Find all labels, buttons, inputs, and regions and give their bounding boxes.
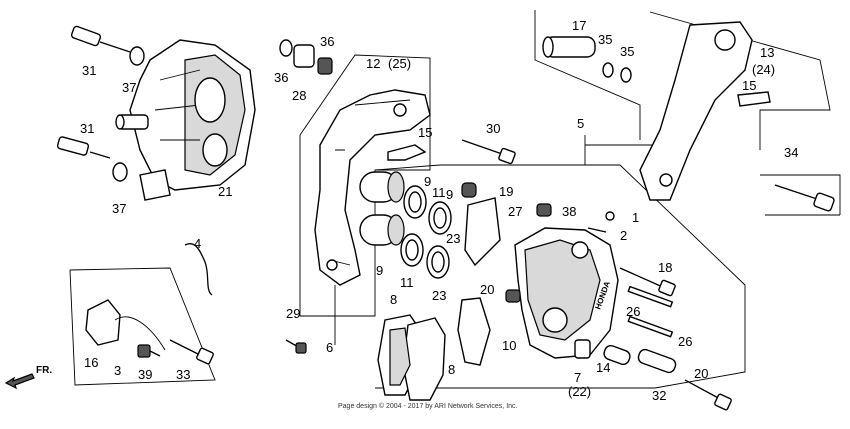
rear-caliper-assembly: [115, 39, 256, 201]
callout-17: 17: [572, 18, 586, 33]
callout-31: 31: [82, 63, 96, 78]
washer-37-bottom: [112, 162, 128, 182]
callout-24: (24): [752, 62, 775, 77]
front-direction-arrow: FR.: [4, 365, 52, 390]
callout-16: 16: [84, 355, 98, 370]
caliper-body: HONDA: [514, 227, 619, 359]
callout-29: 29: [286, 306, 300, 321]
ring-35-a: [602, 62, 614, 78]
callout-23: 23: [432, 288, 446, 303]
footer-copyright: Page design © 2004 - 2017 by ARI Network…: [338, 402, 518, 410]
callout-3: 3: [114, 363, 121, 378]
callout-9: 9: [446, 187, 453, 202]
pistons-9: [359, 171, 405, 246]
pad-shim-27: [464, 197, 501, 267]
callout-18: 18: [658, 260, 672, 275]
callout-12: 12: [366, 56, 380, 71]
washer-37-top: [129, 46, 145, 66]
callout-10: 10: [502, 338, 516, 353]
caliper-bracket: [314, 89, 431, 286]
callout-21: 21: [218, 184, 232, 199]
callout-6: 6: [326, 340, 333, 355]
callout-2: 2: [620, 228, 627, 243]
callout-31: 31: [80, 121, 94, 136]
callout-8: 8: [390, 292, 397, 307]
callout-34: 34: [784, 145, 798, 160]
callout-4: 4: [194, 236, 201, 251]
callout-37: 37: [122, 80, 136, 95]
callout-35: 35: [598, 32, 612, 47]
brake-pads-8: [377, 314, 446, 401]
callout-37: 37: [112, 201, 126, 216]
callout-labels: 31 37 31 37 21 36 36 28 12 (25) 15 30 9 …: [80, 18, 798, 403]
callout-7: 7: [574, 370, 581, 385]
callout-36: 36: [274, 70, 288, 85]
callout-35: 35: [620, 44, 634, 59]
pad-spring-10: [457, 297, 491, 366]
callout-9: 9: [424, 174, 431, 189]
bolt-30: [461, 139, 516, 165]
callout-19: 19: [499, 184, 513, 199]
callout-9: 9: [376, 263, 383, 278]
callout-14: 14: [596, 360, 610, 375]
callout-28: 28: [292, 88, 306, 103]
lower-left-parts: [85, 299, 214, 365]
callout-27: 27: [508, 204, 522, 219]
callout-15: 15: [742, 78, 756, 93]
callout-26: 26: [626, 304, 640, 319]
direction-marker: FR.: [36, 365, 52, 376]
callout-11: 11: [400, 275, 414, 290]
callout-1: 1: [632, 210, 639, 225]
pin-17: [542, 36, 596, 58]
callout-15: 15: [418, 125, 432, 140]
callout-8: 8: [448, 362, 455, 377]
callout-38: 38: [562, 204, 576, 219]
callout-20: 20: [694, 366, 708, 381]
callout-26: 26: [678, 334, 692, 349]
callout-22: (22): [568, 384, 591, 399]
callout-32: 32: [652, 388, 666, 403]
bleeder-38: [536, 203, 552, 217]
slide-pins: [505, 267, 732, 411]
bolt-34: [774, 184, 835, 212]
bolt-31-bottom: [56, 136, 111, 159]
callout-13: 13: [760, 45, 774, 60]
callout-5: 5: [577, 116, 584, 131]
bolt-29: [285, 339, 307, 354]
bolt-31-top: [70, 25, 131, 53]
callout-20: 20: [480, 282, 494, 297]
ring-35-b: [620, 67, 632, 83]
caliper-bracket-13: [639, 21, 771, 201]
callout-33: 33: [176, 367, 190, 382]
parts-1-2: [587, 211, 615, 233]
callout-30: 30: [486, 121, 500, 136]
seals: [400, 185, 452, 279]
group-outlines: [69, 10, 841, 389]
wire-4: [184, 243, 213, 296]
callout-25: (25): [388, 56, 411, 71]
callout-39: 39: [138, 367, 152, 382]
callout-36: 36: [320, 34, 334, 49]
callout-11: 11: [432, 185, 446, 200]
bleeder-parts: [279, 39, 333, 75]
callout-23: 23: [446, 231, 460, 246]
part-19: [461, 182, 477, 198]
